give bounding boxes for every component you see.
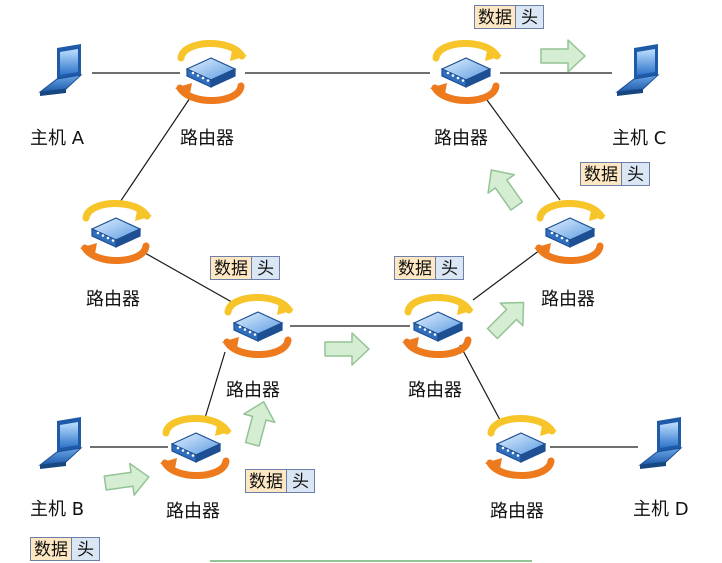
packet-header: 头 [252, 257, 279, 279]
packet-header: 头 [622, 163, 649, 185]
host-label-d: 主机 D [633, 499, 689, 520]
router-label: 路由器 [226, 380, 280, 401]
router-label: 路由器 [490, 501, 544, 522]
packet: 数据 头 [580, 162, 650, 186]
packet: 数据 头 [30, 537, 100, 561]
router-label: 路由器 [86, 289, 140, 310]
router-icon [430, 43, 502, 100]
flow-arrow-r5-to-r6 [324, 332, 370, 366]
packet-data: 数据 [246, 470, 287, 492]
packet-data: 数据 [395, 257, 436, 279]
host-label-b: 主机 B [30, 499, 85, 520]
router-label: 路由器 [541, 289, 595, 310]
laptop-icon [639, 416, 682, 470]
host-label-a: 主机 A [30, 128, 85, 149]
router-label: 路由器 [166, 501, 220, 522]
packet: 数据 头 [245, 469, 315, 493]
packet-header: 头 [516, 6, 543, 28]
packet-header: 头 [287, 470, 314, 492]
packet-data: 数据 [31, 538, 72, 560]
packet: 数据 头 [474, 5, 544, 29]
packet: 数据 头 [394, 256, 464, 280]
router-icon [534, 203, 606, 260]
flow-arrow-r2-to-c [540, 39, 586, 73]
host-label-c: 主机 C [612, 128, 667, 149]
router-icon [160, 418, 232, 475]
router-label: 路由器 [434, 128, 488, 149]
packet-header: 头 [436, 257, 463, 279]
flow-arrow-r6-to-r4 [480, 290, 536, 346]
router-icon [485, 418, 557, 475]
router-label: 路由器 [408, 380, 462, 401]
laptop-icon [616, 43, 659, 97]
links [90, 72, 638, 448]
router-icon [80, 203, 152, 260]
packet-data: 数据 [475, 6, 516, 28]
flow-arrow-b-to-r8 [102, 460, 152, 500]
router-icon [222, 297, 294, 354]
packet-header: 头 [72, 538, 99, 560]
flow-arrow-r4-to-r2 [477, 160, 531, 216]
packet: 数据 头 [210, 256, 280, 280]
packet-data: 数据 [211, 257, 252, 279]
laptop-icon [39, 416, 82, 470]
router-label: 路由器 [180, 128, 234, 149]
router-icon [175, 43, 247, 100]
router-icon [402, 297, 474, 354]
laptop-icon [39, 43, 82, 97]
packet-data: 数据 [581, 163, 622, 185]
flow-arrow-r8-to-r5 [236, 396, 280, 450]
